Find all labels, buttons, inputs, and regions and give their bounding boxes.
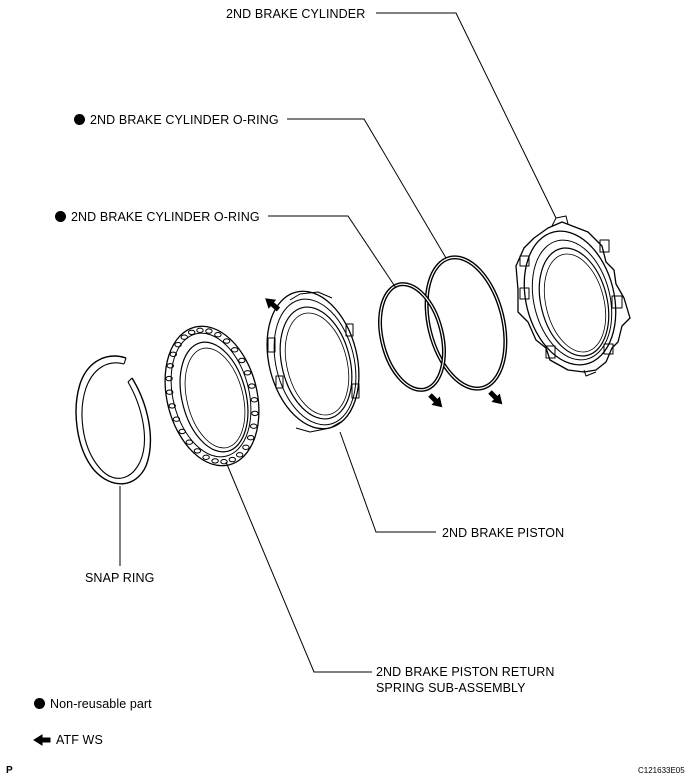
return-spring-part (164, 325, 260, 467)
spring-coil (196, 327, 204, 333)
spring-coil (166, 389, 174, 395)
leader-brake-piston (339, 431, 436, 533)
leader-brake-cylinder (376, 12, 557, 219)
leader-lines (119, 12, 557, 673)
brake-cylinder-part (515, 215, 631, 377)
spring-coil (205, 328, 213, 334)
spring-coil (248, 383, 256, 389)
atf-arrows (33, 298, 503, 746)
spring-coil (185, 439, 194, 445)
figure-code: C121633E05 (638, 766, 685, 775)
atf-arrow-oring-inner (428, 393, 443, 408)
spring-coil (243, 370, 252, 376)
non-reusable-dot-icon (55, 211, 66, 222)
oring-inner-part (378, 282, 446, 392)
spring-coil (188, 329, 196, 336)
spring-coil (168, 403, 176, 409)
spring-coil (238, 357, 246, 364)
label-oring-outer-row: 2ND BRAKE CYLINDER O-RING (74, 113, 279, 127)
label-oring-outer: 2ND BRAKE CYLINDER O-RING (90, 113, 279, 127)
spring-coil (250, 397, 259, 403)
snap-ring-part (75, 355, 152, 485)
page-mark: P (6, 765, 13, 776)
label-snap-ring: SNAP RING (85, 571, 155, 585)
label-return-spring-line1: 2ND BRAKE PISTON RETURN (376, 665, 555, 679)
spring-coil (178, 428, 186, 435)
label-brake-piston: 2ND BRAKE PISTON (442, 526, 565, 540)
spring-coil (242, 444, 250, 450)
leader-oring-outer (287, 118, 447, 259)
spring-coil (172, 416, 181, 422)
atf-legend-arrow-icon (33, 734, 51, 746)
spring-coil (193, 448, 202, 454)
spring-coil (220, 459, 228, 465)
non-reusable-dot-icon (74, 114, 85, 125)
spring-coil (250, 423, 258, 429)
spring-coil (251, 410, 259, 417)
leader-return-spring (225, 461, 372, 673)
spring-coil (222, 338, 231, 344)
return-springs (165, 327, 259, 465)
spring-coil (174, 342, 182, 348)
spring-coil (166, 363, 175, 369)
label-brake-cylinder: 2ND BRAKE CYLINDER (226, 7, 366, 21)
spring-coil (180, 334, 189, 340)
legend-dot-icon (34, 698, 45, 709)
label-oring-inner: 2ND BRAKE CYLINDER O-RING (71, 210, 260, 224)
legend-atf-text: ATF WS (56, 733, 103, 747)
spring-coil (169, 351, 178, 357)
legend-non-reusable-text: Non-reusable part (50, 697, 152, 711)
spring-coil (165, 375, 173, 382)
label-oring-inner-row: 2ND BRAKE CYLINDER O-RING (55, 210, 260, 224)
label-return-spring-line2: SPRING SUB-ASSEMBLY (376, 681, 526, 695)
leader-oring-inner (268, 215, 397, 289)
spring-coil (211, 458, 219, 464)
atf-arrow-oring-outer (488, 390, 503, 405)
spring-coil (202, 454, 210, 460)
spring-coil (231, 347, 239, 353)
atf-arrow-piston (265, 298, 281, 312)
legend-non-reusable: Non-reusable part (34, 697, 152, 711)
brake-piston-part (266, 290, 360, 433)
spring-coil (247, 435, 255, 441)
spring-coil (228, 456, 237, 463)
spring-coil (236, 452, 244, 458)
oring-outer-part (424, 255, 508, 391)
spring-coil (214, 332, 222, 338)
